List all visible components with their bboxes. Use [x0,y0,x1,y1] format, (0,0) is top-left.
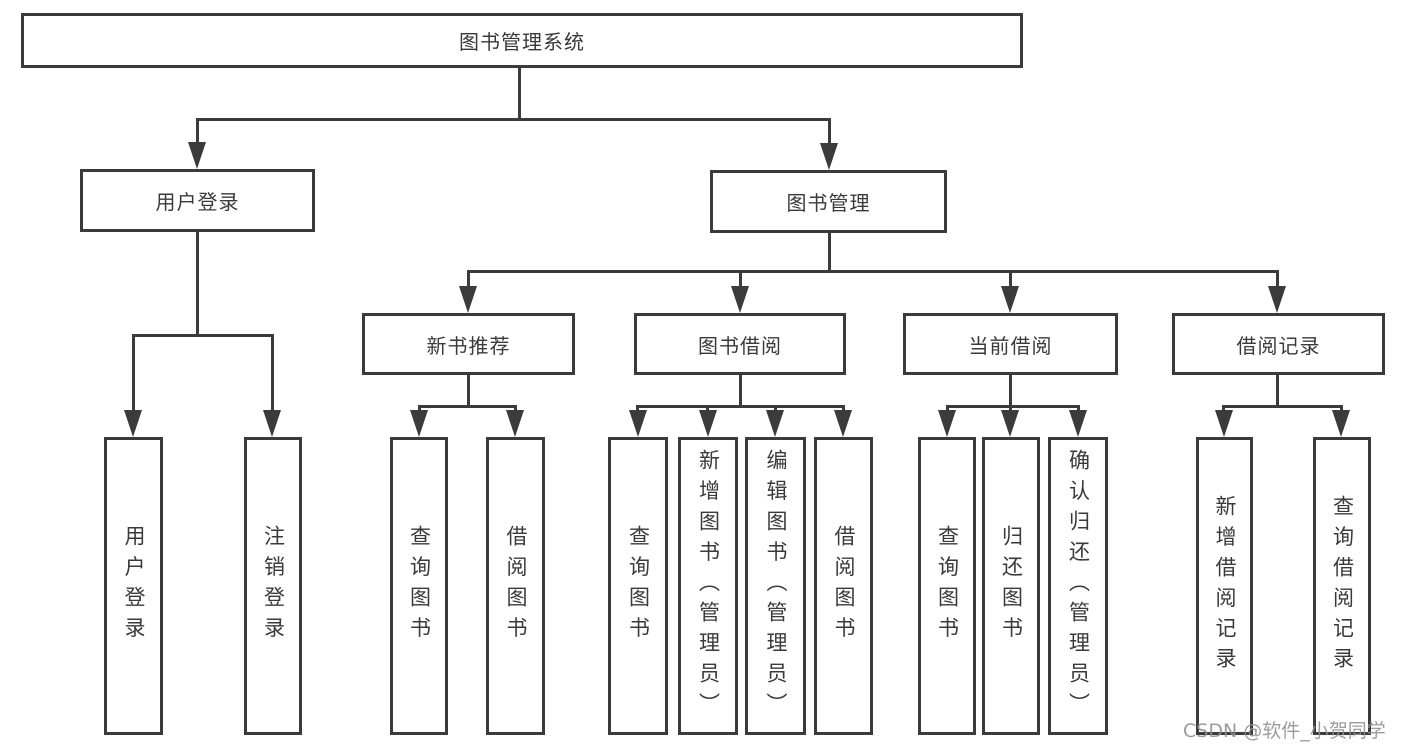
connector-book-borrow-drop [739,270,742,288]
connector-g3-leaf3-drop [774,405,777,413]
connector-leaf-user-login-drop [132,334,135,412]
connector-g4-leaf1-drop [946,405,949,413]
arrow-g5-query-record [1332,410,1350,437]
connector-g2-leaf2-drop [514,405,517,413]
leaf-confirm-return-admin-label: 确认归还（管理员） [1066,448,1091,724]
node-book-management: 图书管理 [710,170,947,233]
node-user-login: 用户登录 [80,169,315,232]
connector-g3-leaf2-drop [706,405,709,413]
arrow-borrow-records [1268,286,1286,313]
leaf-user-login-label: 用户登录 [122,525,146,647]
connector-g5-leaf2-drop [1340,405,1343,413]
connector-g5-leaf1-drop [1222,405,1225,413]
node-book-management-system: 图书管理系统 [21,13,1023,68]
connector-g3-leaf1-drop [636,405,639,413]
node-book-borrow: 图书借阅 [634,313,846,375]
connector-leaf-logout-drop [271,334,274,412]
leaf-logout-login: 注销登录 [244,437,302,735]
arrow-new-book-recommend [459,286,477,313]
arrow-g4-confirm-return [1069,410,1087,437]
connector-root-stem [518,68,521,121]
leaf-add-borrow-record-label: 新增借阅记录 [1213,494,1237,678]
connector-g4-leaf3-drop [1077,405,1080,413]
connector-g2-leaf1-drop [418,405,421,413]
connector-book-borrow-hline [636,405,845,408]
arrow-g2-query-book [410,410,428,437]
leaf-return-book: 归还图书 [982,437,1040,735]
connector-level2-hline [196,118,831,121]
connector-new-book-drop [467,270,470,288]
node-current-borrow-label: 当前借阅 [968,333,1053,358]
leaf-query-book-borrow: 查询图书 [608,437,668,735]
arrow-g3-edit-book [766,410,784,437]
arrow-user-login [188,142,206,169]
csdn-watermark: CSDN @软件_小贺同学 [1183,720,1386,742]
leaf-query-book-recommend-label: 查询图书 [407,525,432,647]
leaf-borrow-book: 借阅图书 [814,437,873,735]
leaf-add-borrow-record: 新增借阅记录 [1196,437,1253,735]
arrow-g5-add-record [1215,410,1233,437]
leaf-logout-login-label: 注销登录 [261,525,286,647]
connector-borrow-records-hline [1222,405,1343,408]
connector-current-borrow-drop [1009,270,1012,288]
arrow-g3-add-book [699,410,717,437]
node-borrow-records: 借阅记录 [1172,313,1385,375]
leaf-user-login: 用户登录 [104,437,163,735]
connector-user-login-stem [196,232,199,337]
connector-g4-leaf2-drop [1009,405,1012,413]
leaf-query-borrow-record: 查询借阅记录 [1313,437,1371,735]
arrow-leaf-user-login [124,410,142,437]
node-book-management-system-label: 图书管理系统 [459,30,585,54]
leaf-add-book-admin-label: 新增图书（管理员） [696,448,721,724]
leaf-borrow-book-label: 借阅图书 [832,525,856,647]
connector-new-book-hline [418,405,517,408]
node-new-book-recommend-label: 新书推荐 [426,333,511,358]
leaf-query-book-borrow-label: 查询图书 [626,525,651,647]
connector-borrow-records-drop [1276,270,1279,288]
connector-current-borrow-stem [1009,375,1012,408]
connector-level3-hline [467,270,1279,273]
node-book-borrow-label: 图书借阅 [698,333,782,358]
leaf-borrow-book-recommend-label: 借阅图书 [504,525,528,647]
leaf-confirm-return-admin: 确认归还（管理员） [1048,437,1108,735]
connector-book-management-drop [828,118,831,145]
leaf-query-book-current-label: 查询图书 [935,525,960,647]
leaf-return-book-label: 归还图书 [999,525,1024,647]
connector-g3-leaf4-drop [842,405,845,413]
leaf-query-book-recommend: 查询图书 [390,437,448,735]
leaf-edit-book-admin: 编辑图书（管理员） [745,437,806,735]
connector-new-book-stem [467,375,470,408]
node-current-borrow: 当前借阅 [903,313,1118,375]
connector-user-login-drop [196,118,199,144]
node-new-book-recommend: 新书推荐 [362,313,575,375]
leaf-edit-book-admin-label: 编辑图书（管理员） [764,448,788,724]
leaf-query-borrow-record-label: 查询借阅记录 [1330,494,1355,678]
arrow-g3-query-book [629,410,647,437]
connector-book-borrow-stem [739,375,742,408]
leaf-borrow-book-recommend: 借阅图书 [486,437,545,735]
connector-book-management-stem [828,233,831,273]
leaf-add-book-admin: 新增图书（管理员） [678,437,738,735]
arrow-book-management [820,143,838,170]
arrow-g4-return-book [1001,410,1019,437]
arrow-current-borrow [1001,286,1019,313]
arrow-g4-query-book [938,410,956,437]
arrow-leaf-logout [263,410,281,437]
node-book-management-label: 图书管理 [786,191,871,215]
connector-borrow-records-stem [1276,375,1279,408]
arrow-book-borrow [731,286,749,313]
node-user-login-label: 用户登录 [155,190,240,214]
connector-user-login-hline [132,334,274,337]
arrow-g2-borrow-book [506,410,524,437]
leaf-query-book-current: 查询图书 [918,437,976,735]
node-borrow-records-label: 借阅记录 [1236,333,1321,358]
connector-current-borrow-hline [946,405,1080,408]
arrow-g3-borrow-book [834,410,852,437]
